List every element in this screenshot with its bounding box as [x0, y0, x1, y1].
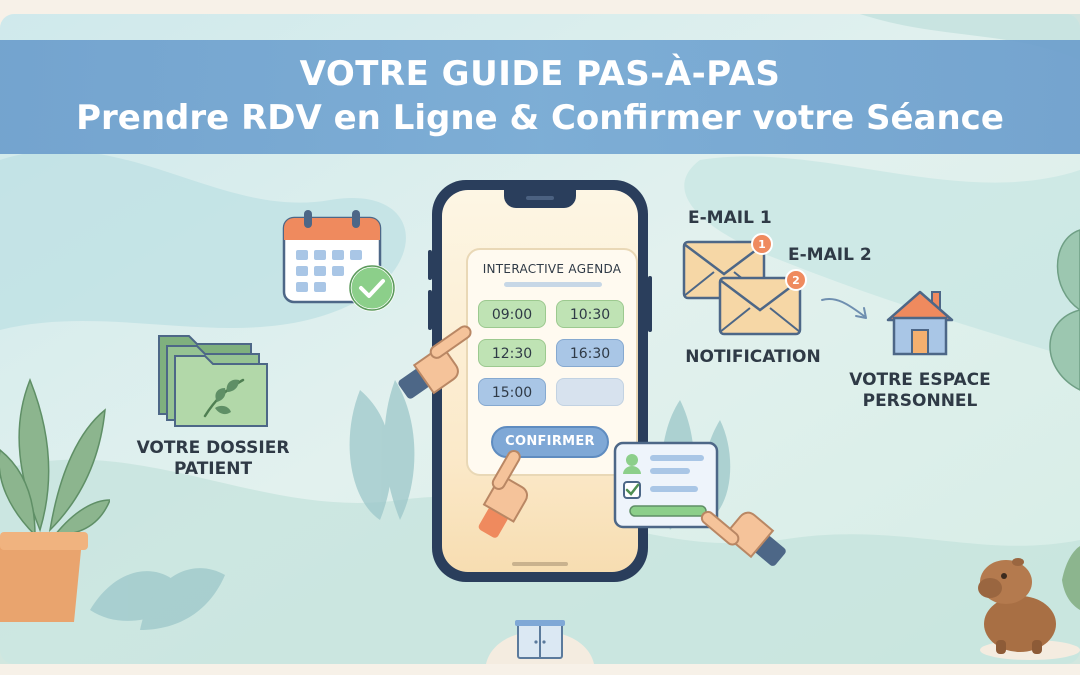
calendar-check-icon: [282, 210, 396, 312]
cabinet-icon: [486, 620, 594, 664]
banner-subtitle: Prendre RDV en Ligne & Confirmer votre S…: [76, 98, 1004, 138]
arrow-icon: [821, 298, 867, 319]
phone-screen: INTERACTIVE AGENDA 09:00 10:30 12:30 16:…: [442, 190, 638, 572]
dossier-label-line2: PATIENT: [173, 459, 253, 479]
checklist-form-icon: [613, 441, 719, 529]
notification-label: NOTIFICATION: [685, 347, 821, 367]
espace-label: VOTRE ESPACE PERSONNEL: [836, 370, 1004, 412]
time-slot-empty[interactable]: [556, 378, 624, 406]
folder-leaf-icon: [158, 335, 268, 427]
banner-title: VOTRE GUIDE PAS-À-PAS: [299, 54, 781, 94]
phone-mockup: INTERACTIVE AGENDA 09:00 10:30 12:30 16:…: [428, 180, 652, 582]
email1-badge: 1: [758, 238, 766, 251]
email2-badge: 2: [792, 274, 800, 287]
time-slot[interactable]: 12:30: [478, 339, 546, 367]
agenda-divider: [504, 282, 602, 287]
email1-label: E-MAIL 1: [688, 208, 772, 228]
agenda-title: INTERACTIVE AGENDA: [482, 262, 622, 276]
capybara-mascot: [978, 546, 1080, 660]
home-indicator: [512, 562, 568, 566]
espace-label-line1: VOTRE ESPACE: [849, 370, 991, 390]
pointing-hand-icon: [478, 449, 529, 538]
time-slot[interactable]: 10:30: [556, 300, 624, 328]
pointing-hand-icon: [398, 325, 472, 399]
leaf-decoration: [1049, 229, 1080, 391]
potted-plant-icon: [0, 377, 110, 622]
pointing-hand-icon: [700, 510, 786, 566]
time-slot[interactable]: 09:00: [478, 300, 546, 328]
title-banner: VOTRE GUIDE PAS-À-PAS Prendre RDV en Lig…: [0, 40, 1080, 154]
dossier-label-line1: VOTRE DOSSIER: [136, 438, 290, 458]
email2-label: E-MAIL 2: [788, 245, 872, 265]
phone-notch: [504, 190, 576, 208]
house-icon: [886, 290, 954, 356]
envelope-icon: 2: [718, 269, 807, 336]
espace-label-line2: PERSONNEL: [862, 391, 978, 411]
time-slot[interactable]: 16:30: [556, 339, 624, 367]
time-slot[interactable]: 15:00: [478, 378, 546, 406]
dossier-label: VOTRE DOSSIER PATIENT: [134, 438, 292, 480]
